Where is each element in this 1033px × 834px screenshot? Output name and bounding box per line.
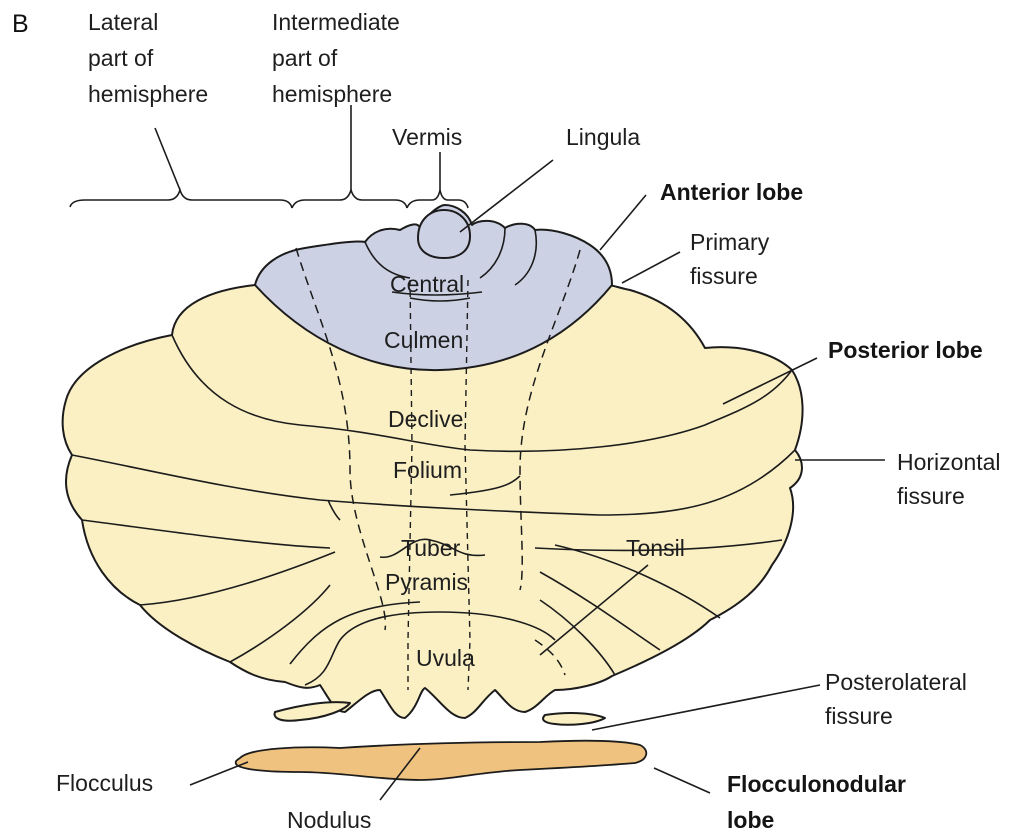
svg-text:lobe: lobe [727, 807, 774, 833]
panel-label: B [12, 10, 29, 38]
nodulus-label: Nodulus [287, 807, 371, 833]
svg-text:Lateral: Lateral [88, 9, 158, 35]
lingula-shape [418, 210, 470, 258]
horizontal-fissure-label: Horizontal fissure [897, 449, 1001, 509]
svg-text:fissure: fissure [897, 483, 965, 509]
vermis-label: Vermis [392, 124, 462, 150]
region-braces [70, 105, 468, 208]
tonsil-label: Tonsil [626, 535, 685, 561]
culmen-label: Culmen [384, 327, 463, 353]
posterolateral-slit-right [543, 713, 605, 725]
pyramis-label: Pyramis [385, 569, 468, 595]
posterior-lobe-label: Posterior lobe [828, 337, 983, 363]
svg-text:Flocculonodular: Flocculonodular [727, 771, 906, 797]
svg-text:part of: part of [272, 45, 338, 71]
svg-text:Horizontal: Horizontal [897, 449, 1001, 475]
declive-label: Declive [388, 406, 463, 432]
svg-text:hemisphere: hemisphere [88, 81, 208, 107]
uvula-label: Uvula [416, 645, 475, 671]
folium-label: Folium [393, 457, 462, 483]
flocculus-label: Flocculus [56, 770, 153, 796]
svg-text:part of: part of [88, 45, 154, 71]
lingula-label: Lingula [566, 124, 640, 150]
flocculonodular-lobe-shape [236, 741, 647, 780]
intermediate-part-label: Intermediate part of hemisphere [272, 9, 400, 107]
central-label: Central [390, 271, 464, 297]
primary-fissure-label: Primary fissure [690, 229, 770, 289]
flocculonodular-lobe-label: Flocculonodular lobe [727, 771, 906, 833]
posterolateral-fissure-label: Posterolateral fissure [825, 669, 967, 729]
posterolateral-slit-left [275, 702, 350, 721]
svg-text:fissure: fissure [825, 703, 893, 729]
lateral-part-label: Lateral part of hemisphere [88, 9, 208, 107]
anterior-lobe-label: Anterior lobe [660, 179, 803, 205]
svg-text:hemisphere: hemisphere [272, 81, 392, 107]
svg-text:fissure: fissure [690, 263, 758, 289]
svg-text:Primary: Primary [690, 229, 770, 255]
svg-text:Posterolateral: Posterolateral [825, 669, 967, 695]
svg-text:Intermediate: Intermediate [272, 9, 400, 35]
tuber-label: Tuber [401, 535, 461, 561]
